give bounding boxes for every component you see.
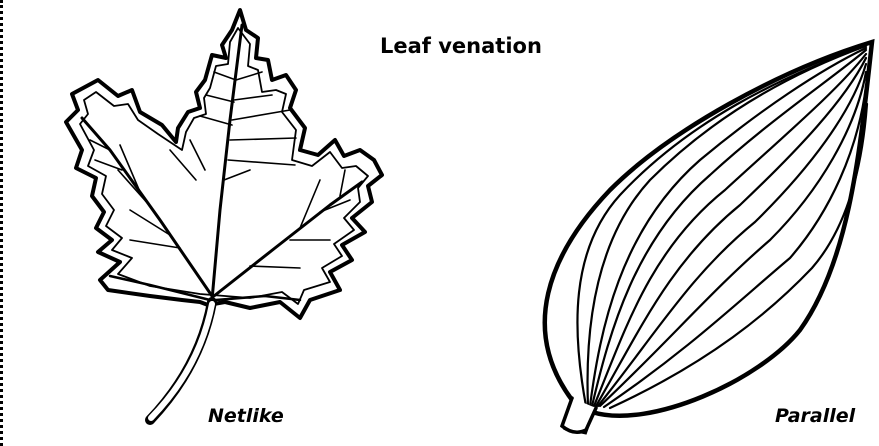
parallel-vein-leaf-icon — [545, 42, 872, 432]
caption-parallel: Parallel — [775, 405, 855, 427]
maple-petiole — [150, 302, 212, 420]
maple-leaf-icon — [66, 10, 382, 420]
caption-netlike: Netlike — [208, 405, 284, 427]
